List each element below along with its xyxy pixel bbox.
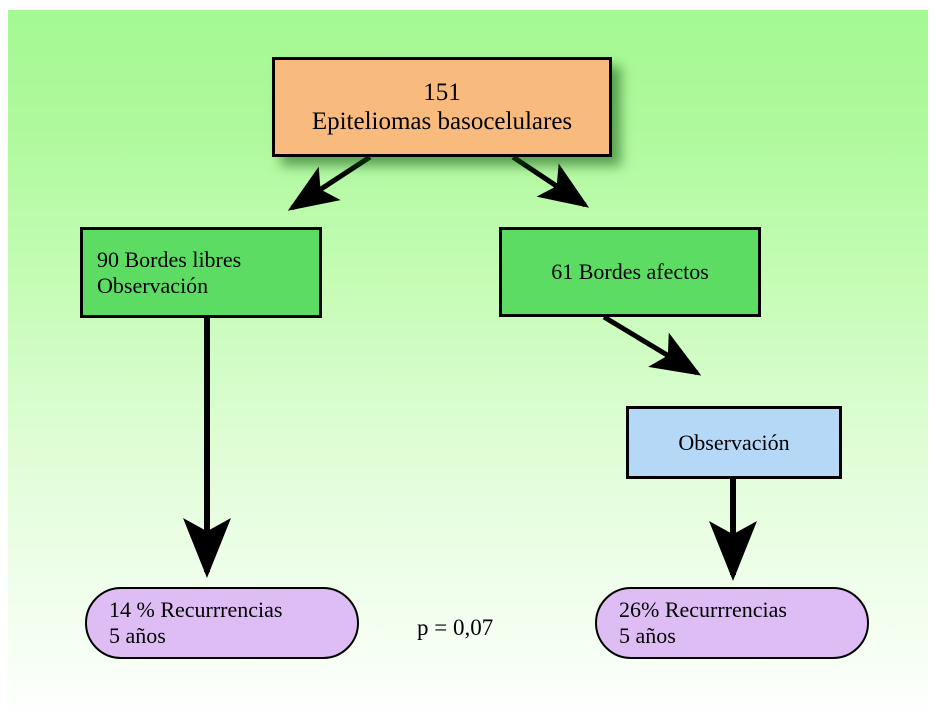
p-value-annotation: p = 0,07 — [417, 615, 494, 640]
node-outcome-right[interactable]: 26% Recurrrencias 5 años — [595, 587, 869, 659]
node-outcome-left[interactable]: 14 % Recurrrencias 5 años — [85, 587, 359, 659]
node-free-margins[interactable]: 90 Bordes libres Observación — [80, 227, 322, 318]
node-affected-margins[interactable]: 61 Bordes afectos — [499, 227, 761, 317]
node-root[interactable]: 151 Epiteliomas basocelulares — [272, 57, 612, 157]
node-observation[interactable]: Observación — [626, 406, 842, 479]
